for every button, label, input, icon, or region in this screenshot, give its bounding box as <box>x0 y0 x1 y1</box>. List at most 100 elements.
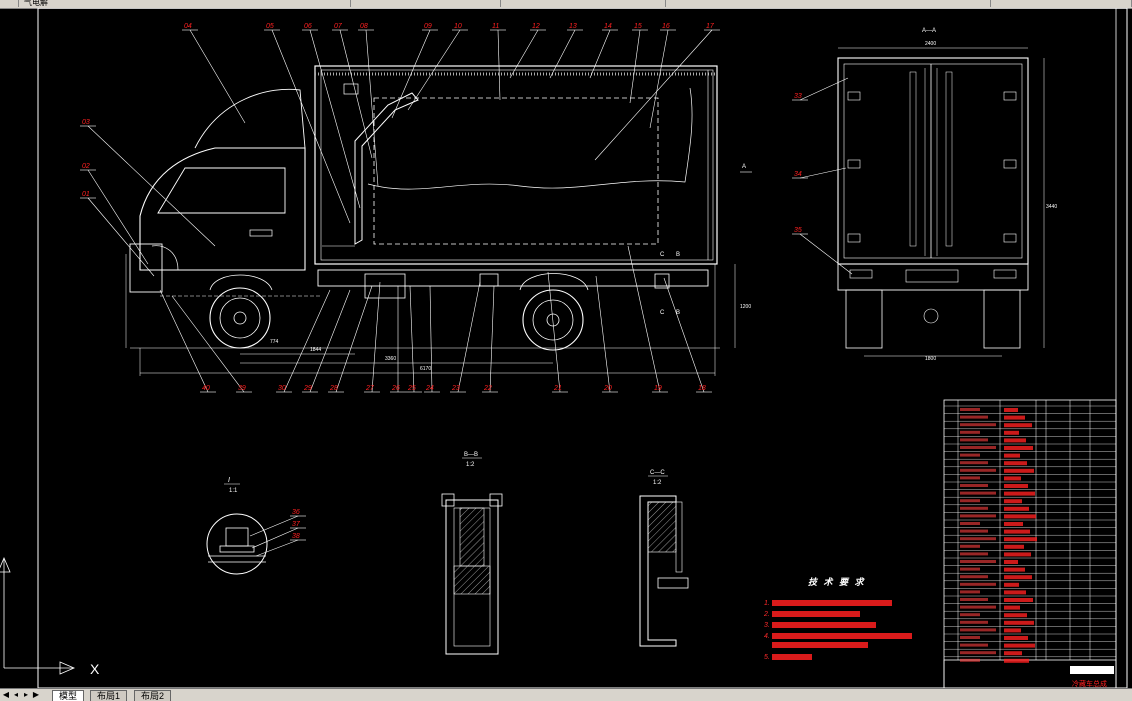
leader-line <box>549 29 576 79</box>
bom-code-cell <box>960 582 996 586</box>
toolbar-segment-3[interactable] <box>505 0 666 7</box>
bom-name-cell <box>1004 636 1028 640</box>
toolbar-segment-2[interactable] <box>350 0 501 7</box>
marker-c-top: C <box>660 252 665 258</box>
rear-height-text: 3440 <box>1046 204 1057 210</box>
callout-label: 07 <box>334 23 343 30</box>
leader-line <box>339 29 373 159</box>
ucs-icon: X <box>0 556 100 677</box>
callout-label: 18 <box>698 385 706 392</box>
hinge-1 <box>847 91 861 101</box>
dim-length-text: 6170 <box>420 366 431 372</box>
section-c-channel <box>639 495 677 647</box>
section-b-title: B—B <box>464 452 478 458</box>
tab-last-icon[interactable]: ▶ <box>32 690 40 699</box>
callout-label: 29 <box>303 385 312 392</box>
front-wheel <box>209 287 271 349</box>
menu-icon[interactable] <box>0 0 19 7</box>
license-plate <box>905 269 959 283</box>
tab-next-icon[interactable]: ▸ <box>23 690 28 699</box>
bom-code-cell <box>960 636 980 639</box>
bom-code-cell <box>960 544 980 548</box>
bom-name-cell <box>1004 499 1022 504</box>
tab-layout2[interactable]: 布局2 <box>134 690 172 701</box>
tail-lamp-right <box>993 269 1017 279</box>
cargo-box-inner <box>320 69 714 261</box>
bom-name-cell <box>1004 430 1019 435</box>
front-fender <box>209 274 273 291</box>
leader-line <box>589 29 611 79</box>
bom-code-cell <box>960 468 996 472</box>
rear-fender <box>519 273 589 291</box>
door-bar-right <box>945 71 953 247</box>
leader-line <box>649 29 669 129</box>
bom-name-cell <box>1004 522 1023 526</box>
bom-name-cell <box>1004 529 1030 534</box>
bom-name-cell <box>1004 620 1034 625</box>
tail-lamp-left <box>849 269 873 279</box>
tech-note-2: 2. <box>763 611 770 618</box>
section-bb: B—B 1:2 <box>441 452 503 655</box>
cab-window <box>157 167 286 214</box>
bom-name-cell <box>1004 537 1037 542</box>
bom-code-cell <box>960 430 980 434</box>
callout-label: 24 <box>425 385 434 392</box>
leader-line <box>799 167 847 179</box>
bom-code-cell <box>960 620 988 624</box>
bom-name-cell <box>1004 575 1032 580</box>
bom-name-cell <box>1004 544 1024 549</box>
title-block-label: 冷藏车总成 <box>1072 679 1107 688</box>
bom-name-cell <box>1004 560 1018 564</box>
bom-name-cell <box>1004 613 1027 618</box>
bom-code-cell <box>960 506 988 510</box>
callout-label: 35 <box>794 227 802 234</box>
leader-line <box>629 29 641 104</box>
toolbar-segment-5[interactable] <box>1000 0 1132 7</box>
bom-name-cell <box>1004 643 1035 648</box>
detail-scale: 1:1 <box>229 488 238 494</box>
callout-label: 34 <box>794 171 802 178</box>
tech-note-5: 5. <box>764 654 770 661</box>
section-c-hatch <box>647 501 677 553</box>
leader-line <box>595 275 611 393</box>
bom-code-cell <box>960 628 996 632</box>
bom-name-cell <box>1004 423 1032 428</box>
leader-line <box>409 285 415 393</box>
truck-side-view: 6170 3360 1844 774 1200 A C B C B <box>125 65 752 376</box>
toolbar-segment-1[interactable] <box>150 0 351 7</box>
bom-code-cell <box>960 643 988 647</box>
tab-layout1[interactable]: 布局1 <box>90 690 128 701</box>
tech-note-4: 4. <box>764 633 770 640</box>
marker-b-bottom: B <box>676 310 680 316</box>
toolbar-segment-4[interactable] <box>790 0 991 7</box>
bom-name-cell <box>1004 598 1033 602</box>
hinge-3 <box>847 233 861 243</box>
leader-line <box>189 29 246 124</box>
bom-name-cell <box>1004 506 1029 511</box>
tab-prev-icon[interactable]: ◂ <box>13 690 18 699</box>
bom-name-cell <box>1004 628 1021 633</box>
tab-first-icon[interactable]: ◀ <box>2 690 10 699</box>
callout-label: 14 <box>604 23 612 30</box>
layout-tab-bar: ◀ ◂ ▸ ▶ 模型 布局1 布局2 <box>0 688 1132 701</box>
callout-label: 19 <box>654 385 662 392</box>
bom-name-cell <box>1004 484 1028 488</box>
leader-line <box>87 169 149 265</box>
leader-line <box>309 29 361 209</box>
bom-code-cell <box>960 408 980 411</box>
tab-model[interactable]: 模型 <box>52 690 85 701</box>
callout-label: 05 <box>266 23 274 30</box>
front-bumper <box>129 243 163 293</box>
callout-label: 23 <box>451 385 460 392</box>
leader-line <box>283 289 331 393</box>
rear-tyres-left <box>845 289 883 349</box>
bom-name-cell <box>1004 582 1019 587</box>
section-b-hatch-1 <box>459 507 485 567</box>
bom-name-cell <box>1004 514 1036 519</box>
bom-name-cell <box>1004 438 1026 443</box>
chassis-frame <box>317 269 709 287</box>
callout-label: 12 <box>532 23 540 30</box>
bom-code-cell <box>960 514 996 518</box>
